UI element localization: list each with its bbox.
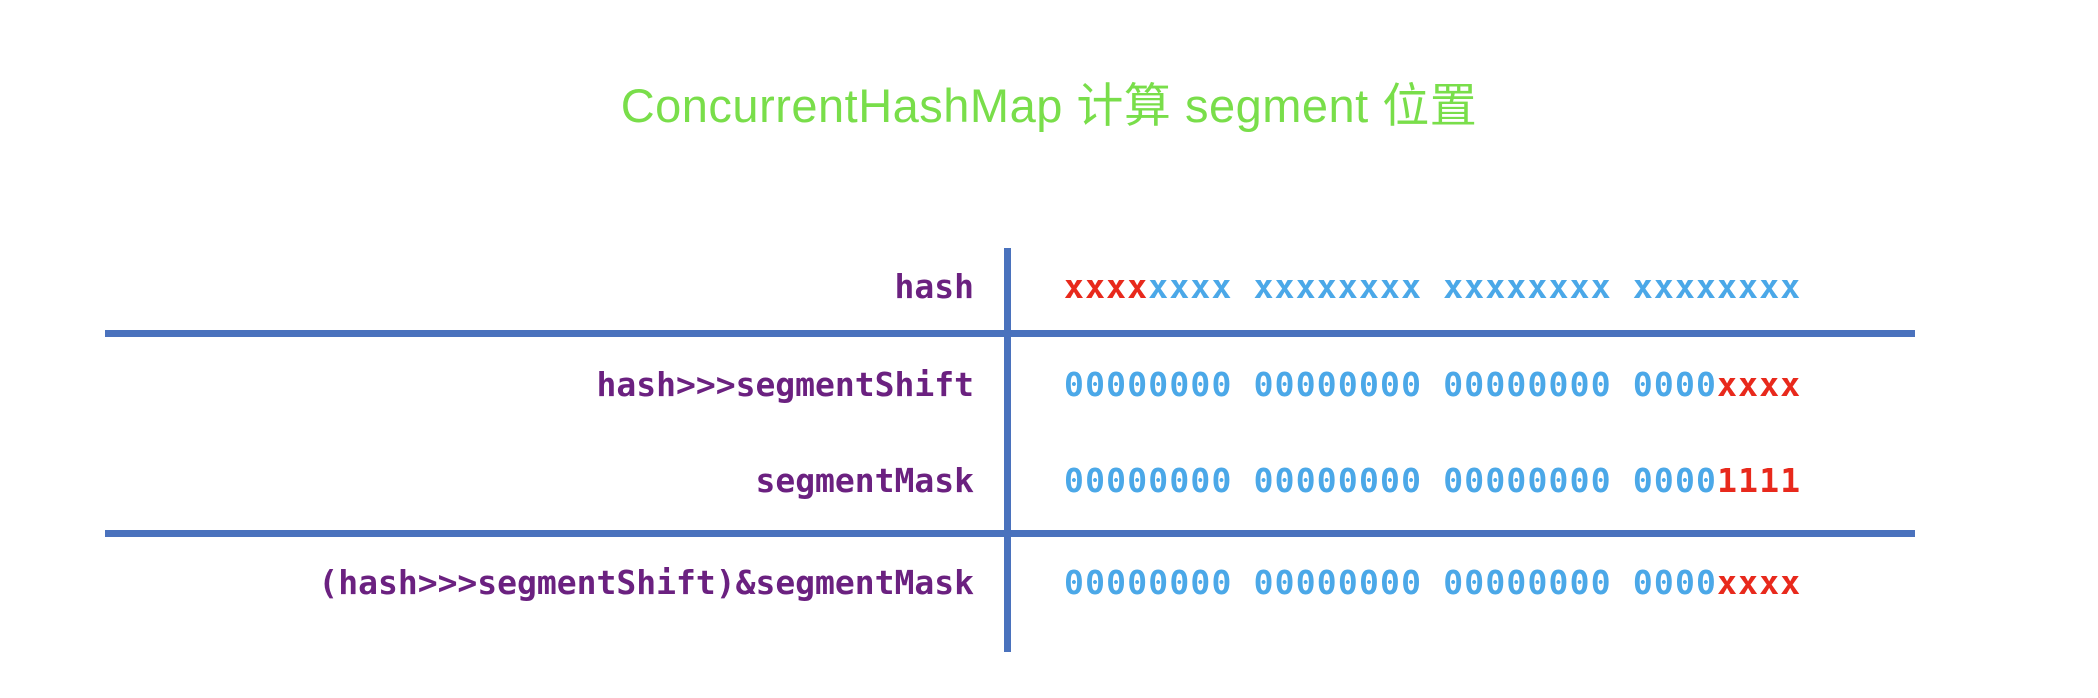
bit-group-normal: xxxx xxxxxxxx xxxxxxxx xxxxxxxx: [1148, 266, 1802, 306]
row-bits-segmentmask: 00000000 00000000 00000000 00001111: [1004, 464, 2098, 497]
row-bits-hash-segmentshift: 00000000 00000000 00000000 0000xxxx: [1004, 368, 2098, 401]
bit-group-highlight: 1111: [1717, 460, 1802, 500]
bit-group-normal: 00000000 00000000 00000000 0000: [1064, 562, 1718, 602]
bit-group-normal: 00000000 00000000 00000000 0000: [1064, 460, 1718, 500]
page-title: ConcurrentHashMap 计算 segment 位置: [620, 79, 1478, 132]
bit-group-highlight: xxxx: [1717, 562, 1802, 602]
row-bits-hash: xxxxxxxx xxxxxxxx xxxxxxxx xxxxxxxx: [1004, 270, 2098, 303]
table-row: segmentMask 00000000 00000000 00000000 0…: [0, 456, 2098, 504]
bit-group-highlight: xxxx: [1717, 364, 1802, 404]
row-label-hash-segmentshift: hash>>>segmentShift: [596, 364, 975, 404]
row-label-result: (hash>>>segmentShift)&segmentMask: [318, 562, 974, 602]
row-label-segmentmask: segmentMask: [755, 460, 974, 500]
bit-group-highlight: xxxx: [1064, 266, 1149, 306]
divider-rule-vertical: [1004, 248, 1011, 652]
bit-group-normal: 00000000 00000000 00000000 0000: [1064, 364, 1718, 404]
table-row: (hash>>>segmentShift)&segmentMask 000000…: [0, 558, 2098, 606]
row-label-hash: hash: [894, 266, 974, 306]
row-bits-result: 00000000 00000000 00000000 0000xxxx: [1004, 566, 2098, 599]
table-row: hash xxxxxxxx xxxxxxxx xxxxxxxx xxxxxxxx: [0, 262, 2098, 310]
table-row: hash>>>segmentShift 00000000 00000000 00…: [0, 360, 2098, 408]
